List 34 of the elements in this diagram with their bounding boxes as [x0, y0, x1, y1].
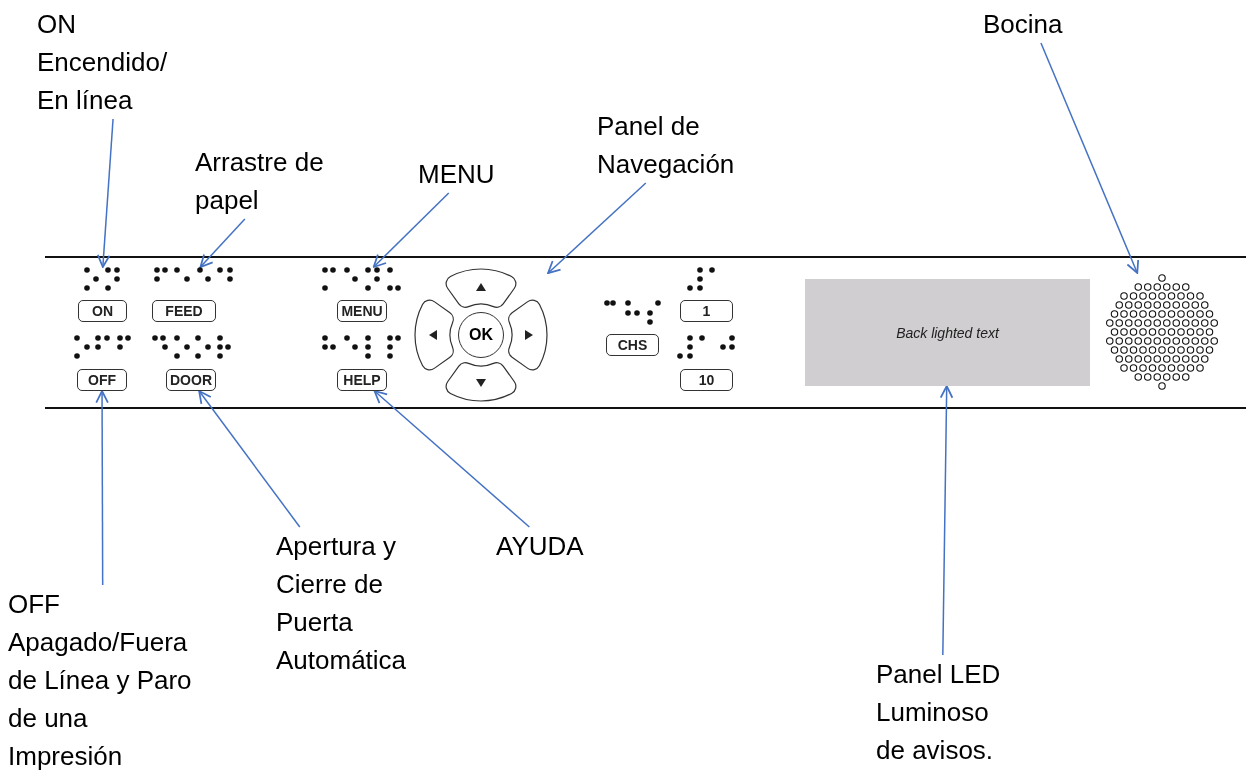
key-button: DOOR: [166, 369, 216, 391]
key-button: CHS: [606, 334, 659, 356]
callout-label: AYUDA: [496, 527, 606, 565]
key-button: MENU: [337, 300, 387, 322]
callout-label: OFF Apagado/Fuera de Línea y Paro de una Impresión: [8, 585, 198, 773]
key-button: 1: [680, 300, 733, 322]
callout-label: Arrastre de papel: [195, 143, 365, 219]
key-button: 10: [680, 369, 733, 391]
leader-arrow: [547, 182, 647, 275]
callout-label: MENU: [418, 155, 518, 193]
leader-arrow: [1040, 42, 1140, 274]
ok-button: OK: [458, 312, 504, 358]
key-button: HELP: [337, 369, 387, 391]
braille-drawing: [322, 267, 401, 291]
leader-arrow: [199, 218, 246, 268]
leader-arrow: [95, 390, 109, 586]
leader-arrow: [198, 390, 301, 528]
leader-arrow: [96, 118, 114, 268]
speaker-grille-drawing: [1103, 273, 1221, 391]
leader-arrow: [939, 385, 954, 656]
callout-label: Panel de Navegación: [597, 107, 777, 183]
led-display-panel: Back lighted text: [805, 279, 1090, 386]
callout-label: Apertura y Cierre de Puerta Automática: [276, 527, 436, 679]
leader-arrow: [373, 390, 531, 528]
braille-drawing: [84, 267, 120, 291]
key-button: ON: [78, 300, 127, 322]
leader-arrow: [372, 192, 450, 268]
navigation-pad: [414, 268, 548, 402]
callout-label: Bocina: [983, 5, 1083, 43]
braille-drawing: [154, 267, 233, 282]
callout-label: Panel LED Luminoso de avisos.: [876, 655, 1008, 769]
key-button: OFF: [77, 369, 127, 391]
callout-label: ON Encendido/ En línea: [37, 5, 197, 119]
key-button: FEED: [152, 300, 216, 322]
